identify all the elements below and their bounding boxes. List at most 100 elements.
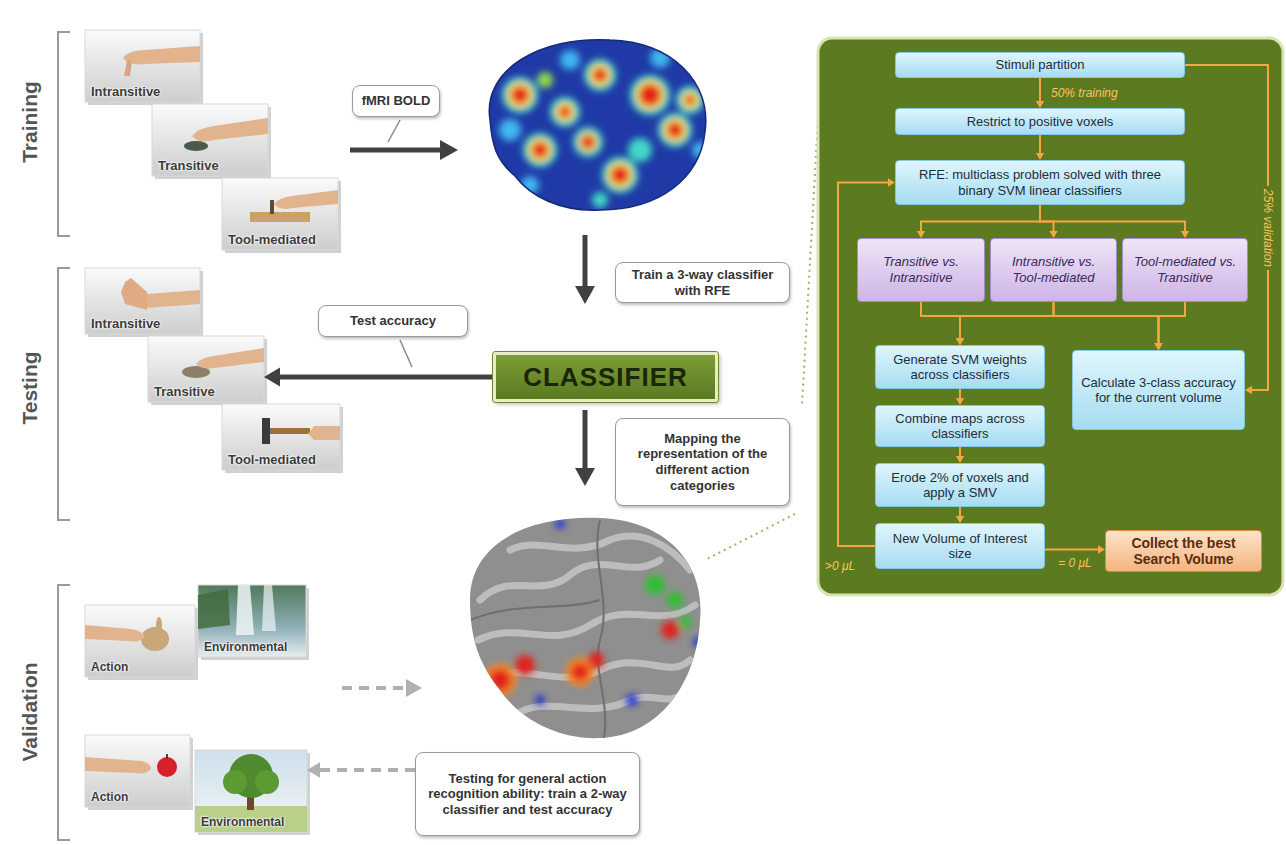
- drawing-part: [607, 162, 633, 188]
- connector-line: [1159, 302, 1186, 346]
- edge-label: 50% training: [1048, 86, 1121, 100]
- photo: [222, 404, 343, 473]
- node-text: Environmental: [201, 815, 284, 829]
- drawing-part: [58, 585, 70, 840]
- node-text: Transitive vs. Intransitive: [864, 254, 978, 285]
- drawing-part: [480, 560, 660, 600]
- drawing-part: [121, 278, 147, 310]
- drawing-part: [156, 617, 162, 633]
- photo: [85, 605, 198, 680]
- drawing-part: [532, 142, 548, 158]
- photo: [148, 336, 267, 405]
- stimulus-photo: Action: [85, 605, 195, 677]
- connector: [1036, 135, 1044, 160]
- drawing-part: [507, 82, 533, 108]
- drawing-part: [523, 133, 557, 167]
- drawing-part: [222, 178, 338, 250]
- node-text: Transitive: [158, 158, 219, 173]
- drawing-part: [515, 655, 535, 675]
- classifier-pair-box: Intransitive vs. Tool-mediated: [990, 238, 1117, 302]
- drawing-part: [147, 290, 200, 308]
- drawing-part: [470, 600, 600, 620]
- callout-box: Train a 3-way classifier with RFE: [615, 262, 790, 303]
- section-label: Training: [18, 81, 42, 163]
- photo: [152, 104, 271, 179]
- drawing-part: [342, 686, 408, 690]
- drawing-part: [406, 679, 422, 697]
- connector: [956, 389, 964, 405]
- connector: [921, 302, 964, 345]
- drawing-part: [581, 135, 595, 149]
- node-text: Train a 3-way classifier with RFE: [624, 267, 781, 298]
- node-text: Transitive: [154, 384, 215, 399]
- stimulus-photo: Transitive: [148, 336, 264, 402]
- drawing-part: [470, 520, 605, 738]
- edge-label: >0 μL: [822, 559, 858, 573]
- connector-line: [921, 302, 1159, 346]
- drawing-part: [85, 757, 151, 774]
- callout-box: Testing for general action recognition a…: [415, 752, 640, 836]
- drawing-part: [350, 148, 442, 153]
- drawing-part: [196, 348, 264, 369]
- arrow-head: [956, 338, 964, 345]
- arrow-head: [1181, 231, 1189, 238]
- stimulus-photo: Tool-mediated: [222, 404, 340, 470]
- drawing-part: [588, 652, 604, 668]
- connector: [1054, 302, 1163, 350]
- node-text: Stimuli partition: [996, 57, 1085, 72]
- drawing-part: [583, 410, 588, 470]
- stimulus-photo: Transitive: [152, 104, 268, 176]
- process-box: Erode 2% of voxels and apply a SMV: [875, 463, 1045, 507]
- connector: [956, 447, 964, 463]
- drawing-part: [602, 157, 638, 193]
- node-text: Intransitive: [91, 84, 160, 99]
- classifier-box: CLASSIFIER: [493, 352, 718, 402]
- drawing-part: [559, 106, 571, 118]
- drawing-part: [195, 750, 307, 832]
- drawing-part: [85, 605, 195, 677]
- drawing-part: [148, 336, 264, 402]
- brain-activation-map: [489, 40, 708, 210]
- connector: [956, 302, 1054, 345]
- node-text: Test accuracy: [350, 313, 436, 329]
- drawing-part: [166, 754, 168, 759]
- drawing-part: [262, 418, 270, 444]
- drawing-part: [597, 520, 605, 738]
- drawing-part: [250, 212, 310, 222]
- drawing-part: [520, 695, 680, 712]
- drawing-part: [592, 192, 608, 208]
- section-label: Testing: [18, 351, 42, 424]
- dashed-arrow: [342, 679, 422, 697]
- arrow-head: [1245, 386, 1252, 394]
- arrow-head: [917, 231, 925, 238]
- arrow-head: [888, 178, 895, 186]
- process-box: RFE: multiclass problem solved with thre…: [895, 160, 1185, 205]
- drawing-part: [630, 75, 670, 115]
- drawing-part: [575, 468, 595, 486]
- drawing-part: [255, 770, 279, 794]
- drawing-part: [478, 536, 695, 712]
- classifier-pair-box: Transitive vs. Intransitive: [857, 238, 985, 302]
- photo: [85, 30, 203, 105]
- result-box: Collect the best Search Volume: [1105, 530, 1262, 572]
- drawing-part: [499, 48, 708, 208]
- drawing-part: [639, 84, 661, 106]
- arrow-head: [1154, 343, 1162, 350]
- photo: [85, 735, 193, 810]
- drawing-part: [236, 585, 254, 635]
- node-text: Testing for general action recognition a…: [424, 771, 631, 818]
- node-text: Environmental: [204, 640, 287, 654]
- connector-line: [1039, 78, 1041, 104]
- connector-line: [921, 302, 960, 341]
- arrow-head: [956, 516, 964, 523]
- drawing-part: [802, 120, 818, 405]
- section-brackets: [58, 32, 70, 840]
- drawing-part: [692, 142, 708, 158]
- node-text: Intransitive vs. Tool-mediated: [997, 254, 1110, 285]
- drawing-part: [85, 30, 200, 102]
- node-text: Restrict to positive voxels: [967, 114, 1114, 129]
- node-text: Tool-mediated: [228, 452, 316, 467]
- node-text: Intransitive: [91, 316, 160, 331]
- drawing-part: [550, 97, 580, 127]
- node-text: New Volume of Interest size: [882, 531, 1038, 562]
